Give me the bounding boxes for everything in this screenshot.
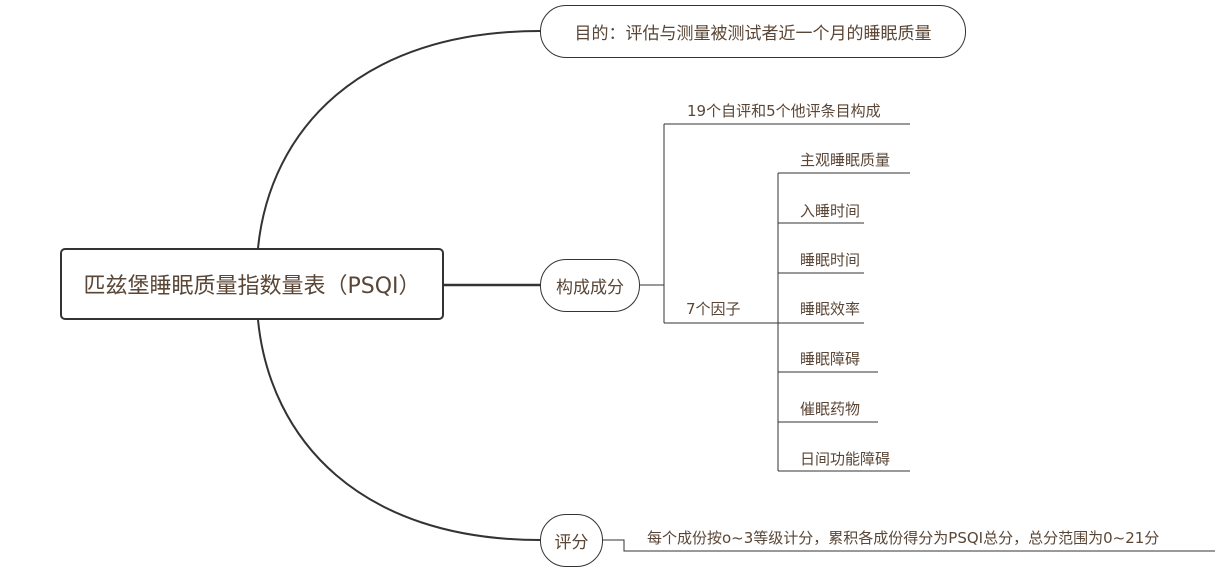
scoring-node-label: 评分 bbox=[554, 533, 589, 553]
goal-node[interactable]: 目的：评估与测量被测试者近一个月的睡眠质量 bbox=[540, 5, 966, 58]
factor-item[interactable]: 催眠药物 bbox=[800, 400, 861, 418]
goal-node-label: 目的：评估与测量被测试者近一个月的睡眠质量 bbox=[574, 24, 932, 44]
root-node-label: 匹兹堡睡眠质量指数量表（PSQI） bbox=[83, 274, 421, 299]
connector-composition-bracket bbox=[640, 124, 665, 323]
factor-item[interactable]: 睡眠效率 bbox=[800, 300, 861, 318]
root-node[interactable]: 匹兹堡睡眠质量指数量表（PSQI） bbox=[60, 248, 444, 320]
connector-scoring-detail bbox=[603, 539, 1215, 552]
connector-root-scoring bbox=[257, 319, 541, 541]
scoring-detail-label[interactable]: 每个成份按o~3等级计分，累积各成份得分为PSQI总分，总分范围为0~21分 bbox=[647, 529, 1160, 547]
composition-node-label: 构成成分 bbox=[556, 278, 624, 298]
items-note-label[interactable]: 19个自评和5个他评条目构成 bbox=[687, 102, 881, 120]
factor-item[interactable]: 入睡时间 bbox=[800, 202, 861, 220]
composition-node[interactable]: 构成成分 bbox=[540, 259, 640, 312]
scoring-node[interactable]: 评分 bbox=[540, 514, 603, 567]
factors-label[interactable]: 7个因子 bbox=[686, 300, 741, 318]
connector-root-goal bbox=[257, 30, 541, 249]
factor-item[interactable]: 日间功能障碍 bbox=[800, 450, 891, 468]
factor-item[interactable]: 睡眠障碍 bbox=[800, 350, 861, 368]
factor-item[interactable]: 主观睡眠质量 bbox=[800, 151, 891, 169]
factor-item[interactable]: 睡眠时间 bbox=[800, 251, 861, 269]
